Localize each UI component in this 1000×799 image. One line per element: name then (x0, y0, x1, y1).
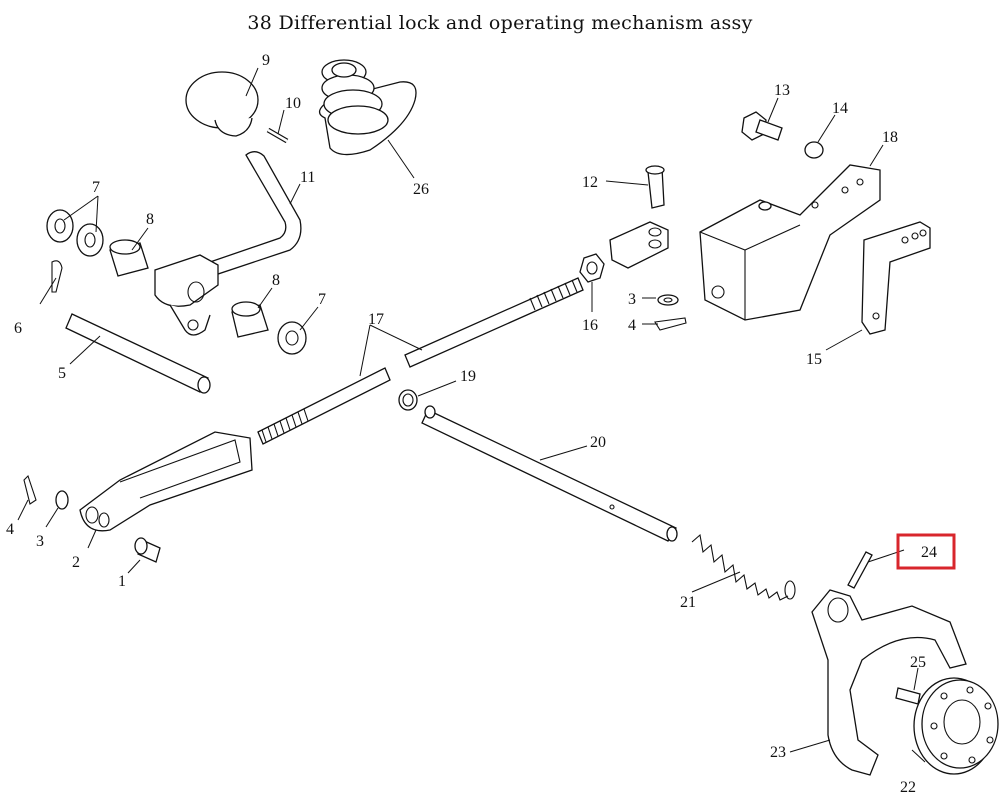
part-16-nut (579, 253, 605, 283)
part-21-spring (691, 533, 796, 601)
part-18-bracket (699, 164, 881, 321)
part-15-plate (861, 221, 931, 335)
label-part-20: 20 (590, 434, 606, 451)
part-23-shift-fork (811, 589, 967, 776)
part-4-cotter-right (654, 317, 687, 331)
part-4-cotter-left (23, 474, 37, 505)
label-part-4-right: 4 (628, 317, 636, 334)
part-17-rod (257, 277, 584, 445)
label-part-26: 26 (413, 181, 429, 198)
part-3-washer-left (55, 490, 69, 510)
label-part-7-right: 7 (318, 291, 326, 308)
label-part-11: 11 (300, 169, 315, 186)
part-24-pin (847, 551, 873, 589)
part-number-labels: 9 10 26 11 7 8 6 5 8 7 17 19 20 21 2 1 3… (6, 52, 937, 796)
label-part-3-left: 3 (36, 533, 44, 550)
part-12-clevis (609, 165, 669, 269)
label-part-5: 5 (58, 365, 66, 382)
label-part-4-left: 4 (6, 521, 14, 538)
part-10-pin (266, 127, 289, 144)
label-part-8-left: 8 (146, 211, 154, 228)
label-part-21: 21 (680, 594, 696, 611)
label-part-14: 14 (832, 100, 848, 117)
label-part-16: 16 (582, 317, 598, 334)
label-part-6: 6 (14, 320, 22, 337)
part-8-bushing-left (109, 239, 149, 277)
part-13-bolt (741, 111, 783, 141)
label-part-7-top: 7 (92, 179, 100, 196)
label-part-12: 12 (582, 174, 598, 191)
part-3-washer-right (657, 294, 679, 306)
part-8-bushing-right (231, 301, 269, 338)
label-part-24: 24 (921, 544, 937, 561)
leader-lines (17, 67, 926, 763)
part-20-shaft (421, 405, 678, 542)
label-part-17: 17 (368, 311, 384, 328)
part-6-cotter-pin (51, 260, 63, 293)
label-part-19: 19 (460, 368, 476, 385)
label-part-23: 23 (770, 744, 786, 761)
part-2-fork-lever (79, 431, 253, 532)
label-part-9: 9 (262, 52, 270, 69)
label-part-8-right: 8 (272, 272, 280, 289)
part-1-clevis-pin (134, 537, 161, 563)
part-5-shaft (65, 313, 211, 394)
part-7-washers-left (46, 209, 104, 257)
part-14-lock-washer (804, 141, 824, 159)
label-part-18: 18 (882, 129, 898, 146)
part-11-lever (154, 151, 302, 336)
label-part-1: 1 (118, 573, 126, 590)
part-25-small-pin (895, 687, 921, 705)
part-9-knob (185, 71, 259, 137)
part-22-sleeve (913, 677, 999, 775)
label-part-3-right: 3 (628, 291, 636, 308)
part-26-rubber-boot (318, 59, 417, 156)
label-part-10: 10 (285, 95, 301, 112)
label-part-13: 13 (774, 82, 790, 99)
label-part-22: 22 (900, 779, 916, 796)
part-19-ring (398, 389, 418, 411)
diagram-title: 38 Differential lock and operating mecha… (247, 12, 753, 34)
highlight-box-part-24 (896, 533, 956, 570)
label-part-2: 2 (72, 554, 80, 571)
part-7-washer-right (277, 321, 307, 355)
label-part-25: 25 (910, 654, 926, 671)
label-part-15: 15 (806, 351, 822, 368)
